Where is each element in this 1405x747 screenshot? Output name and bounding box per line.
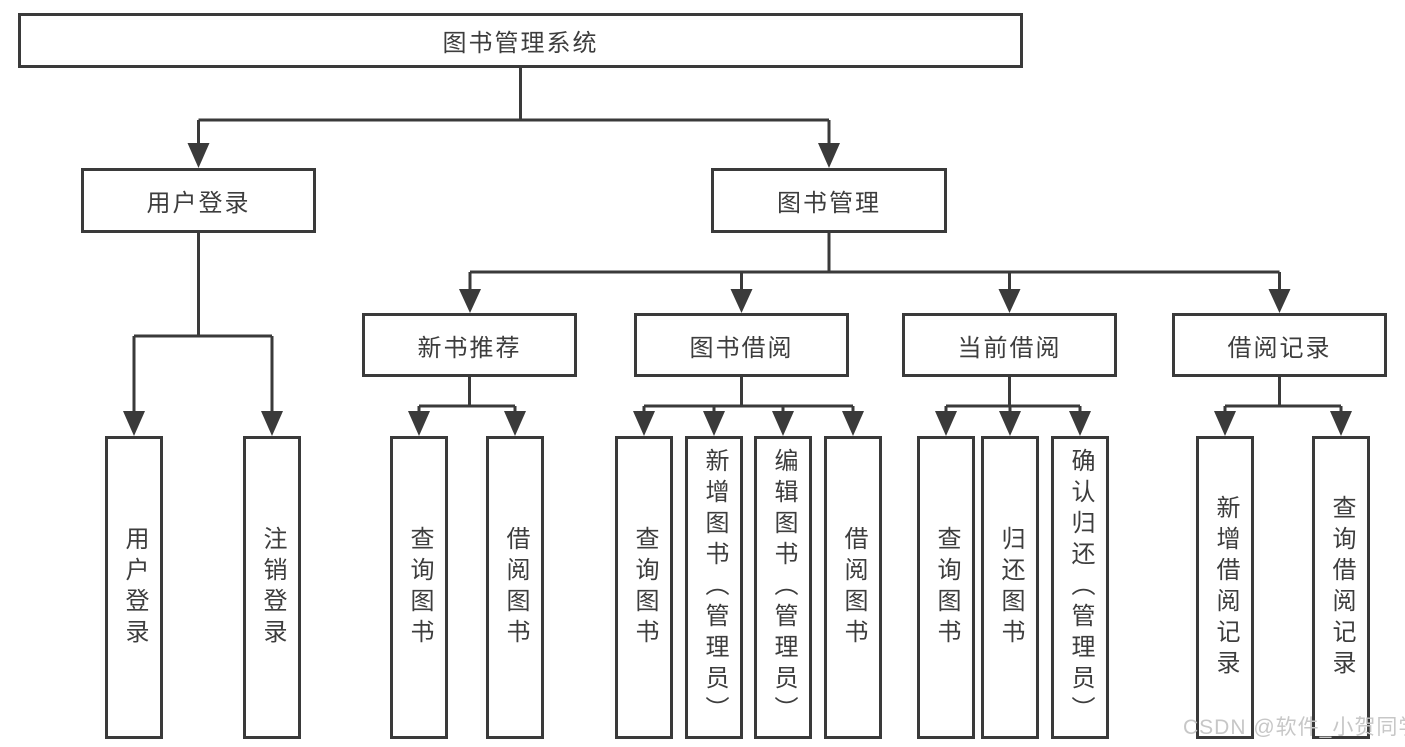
node-book-borrow: 图书借阅 [634,313,849,377]
leaf-br-query-record-label: 查询借阅记录 [1328,494,1355,681]
leaf-cb-query-book: 查询图书 [917,436,975,739]
leaf-nbr-query-book: 查询图书 [390,436,448,739]
node-book-borrow-label: 图书借阅 [689,334,794,362]
leaf-nbr-query-book-label: 查询图书 [406,525,433,650]
leaf-bb-add-book-admin: 新增图书（管理员） [685,436,743,739]
leaf-user-login-label: 用户登录 [121,525,148,650]
leaf-logout: 注销登录 [243,436,301,739]
node-new-book-recommend: 新书推荐 [362,313,577,377]
leaf-cb-confirm-return-admin: 确认归还（管理员） [1051,436,1109,739]
node-root-label: 图书管理系统 [442,30,599,57]
leaf-bb-query-book: 查询图书 [615,436,673,739]
node-book-management-label: 图书管理 [777,190,881,217]
node-borrow-records-label: 借阅记录 [1227,334,1332,362]
leaf-user-login: 用户登录 [105,436,163,739]
arrowheads [123,143,1352,436]
leaf-bb-edit-book-admin-label: 编辑图书（管理员） [770,448,797,727]
leaf-br-query-record: 查询借阅记录 [1312,436,1370,739]
leaf-bb-edit-book-admin: 编辑图书（管理员） [754,436,812,739]
leaf-br-add-record: 新增借阅记录 [1196,436,1254,739]
node-new-book-recommend-label: 新书推荐 [417,334,522,362]
leaf-cb-confirm-return-admin-label: 确认归还（管理员） [1067,448,1094,727]
node-user-login-label: 用户登录 [146,190,251,217]
leaf-logout-label: 注销登录 [259,525,286,650]
node-root: 图书管理系统 [18,13,1023,68]
leaf-nbr-borrow-book: 借阅图书 [486,436,544,739]
leaf-bb-add-book-admin-label: 新增图书（管理员） [701,448,728,727]
leaf-cb-return-book-label: 归还图书 [997,525,1024,650]
node-borrow-records: 借阅记录 [1172,313,1387,377]
node-book-management: 图书管理 [711,168,947,233]
leaf-cb-return-book: 归还图书 [981,436,1039,739]
leaf-nbr-borrow-book-label: 借阅图书 [502,525,529,650]
node-user-login: 用户登录 [81,168,316,233]
node-current-borrow-label: 当前借阅 [957,334,1062,362]
leaf-bb-borrow-book-label: 借阅图书 [840,525,867,650]
csdn-watermark: CSDN @软件_小贺同学 [1183,716,1405,739]
leaf-bb-borrow-book: 借阅图书 [824,436,882,739]
node-current-borrow: 当前借阅 [902,313,1117,377]
leaf-br-add-record-label: 新增借阅记录 [1212,494,1239,681]
leaf-bb-query-book-label: 查询图书 [631,525,658,650]
leaf-cb-query-book-label: 查询图书 [933,525,960,650]
